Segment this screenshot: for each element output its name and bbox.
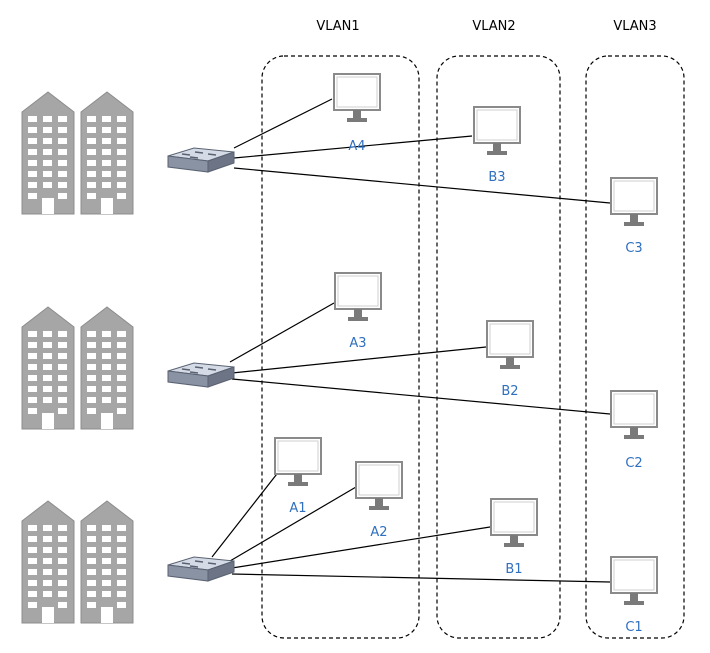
building-1	[21, 91, 134, 215]
computer-A1: A1	[274, 437, 322, 516]
link-switch3-B1	[231, 526, 491, 569]
link-switch2-A3	[229, 302, 335, 363]
computer-label: C1	[625, 620, 642, 635]
computer-C2: C2	[610, 390, 658, 471]
computer-A2: A2	[355, 461, 403, 540]
monitor-icon	[486, 320, 534, 370]
computer-C3: C3	[610, 177, 658, 256]
computer-B1: B1	[490, 498, 538, 577]
monitor-icon	[610, 390, 658, 440]
monitor-icon	[355, 461, 403, 511]
office-building-icon	[21, 500, 134, 624]
office-building-icon	[21, 91, 134, 215]
monitor-icon	[610, 556, 658, 606]
computer-B2: B2	[486, 320, 534, 399]
computer-label: B3	[488, 170, 505, 185]
computer-A4: A4	[333, 73, 381, 154]
monitor-icon	[274, 437, 322, 487]
computer-label: A4	[348, 139, 365, 154]
switch-2	[167, 362, 235, 388]
vlan1-region	[261, 55, 420, 639]
network-switch-icon	[167, 147, 235, 173]
link-switch2-B2	[231, 346, 487, 374]
vlan1-title: VLAN1	[316, 19, 359, 34]
building-2	[21, 306, 134, 430]
link-switch2-C2	[231, 378, 611, 415]
office-building-icon	[21, 306, 134, 430]
switch-3	[167, 556, 235, 582]
link-switch1-C3	[233, 167, 611, 204]
computer-label: B1	[505, 562, 522, 577]
vlan3-title: VLAN3	[613, 19, 656, 34]
network-switch-icon	[167, 362, 235, 388]
computer-C1: C1	[610, 556, 658, 635]
monitor-icon	[473, 106, 521, 156]
computer-label: A1	[289, 501, 306, 516]
monitor-icon	[610, 177, 658, 227]
computer-label: C3	[625, 241, 642, 256]
switch-1	[167, 147, 235, 173]
monitor-icon	[490, 498, 538, 548]
link-switch3-A2	[229, 486, 357, 562]
vlan2-title: VLAN2	[472, 19, 515, 34]
link-switch1-A4	[233, 98, 333, 149]
computer-label: A3	[349, 336, 366, 351]
computer-B3: B3	[473, 106, 521, 185]
monitor-icon	[333, 73, 381, 123]
monitor-icon	[334, 272, 382, 322]
link-switch3-A1	[211, 469, 281, 558]
computer-label: B2	[501, 384, 518, 399]
computer-A3: A3	[334, 272, 382, 351]
network-switch-icon	[167, 556, 235, 582]
link-switch1-B3	[233, 135, 473, 159]
link-switch3-C1	[231, 573, 611, 583]
connections	[211, 98, 611, 583]
vlan3-region	[585, 55, 685, 639]
computer-label: A2	[370, 525, 387, 540]
building-3	[21, 500, 134, 624]
computer-label: C2	[625, 456, 642, 471]
